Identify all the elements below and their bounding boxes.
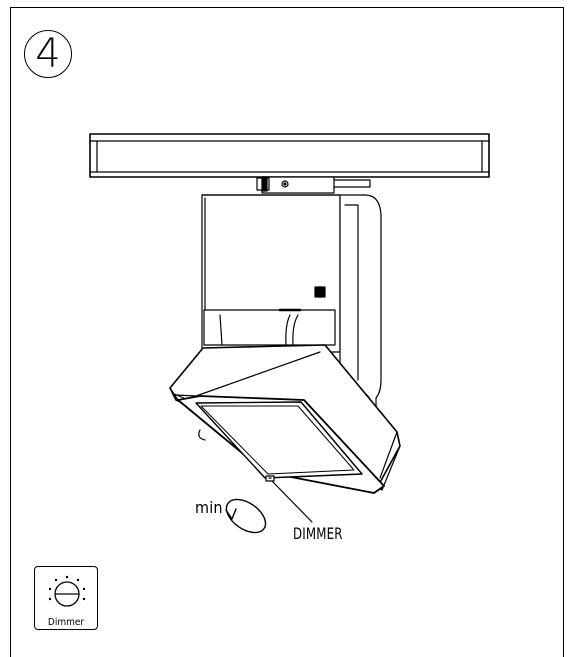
dimmer-leader-line <box>271 480 313 523</box>
instruction-frame <box>10 7 564 657</box>
dimmer-knob-icon <box>48 575 86 607</box>
rotate-min-arrow-icon <box>225 498 267 534</box>
min-label: min <box>195 498 223 517</box>
lamp-head <box>169 344 401 494</box>
step-number-badge: 4 <box>24 30 72 78</box>
dimmer-icon-box: Dimmer <box>34 566 98 630</box>
dimmer-icon-label: Dimmer <box>47 617 85 628</box>
track-rail <box>89 133 490 178</box>
track-adapter <box>256 176 371 194</box>
dimmer-label: DIMMER <box>293 524 343 543</box>
